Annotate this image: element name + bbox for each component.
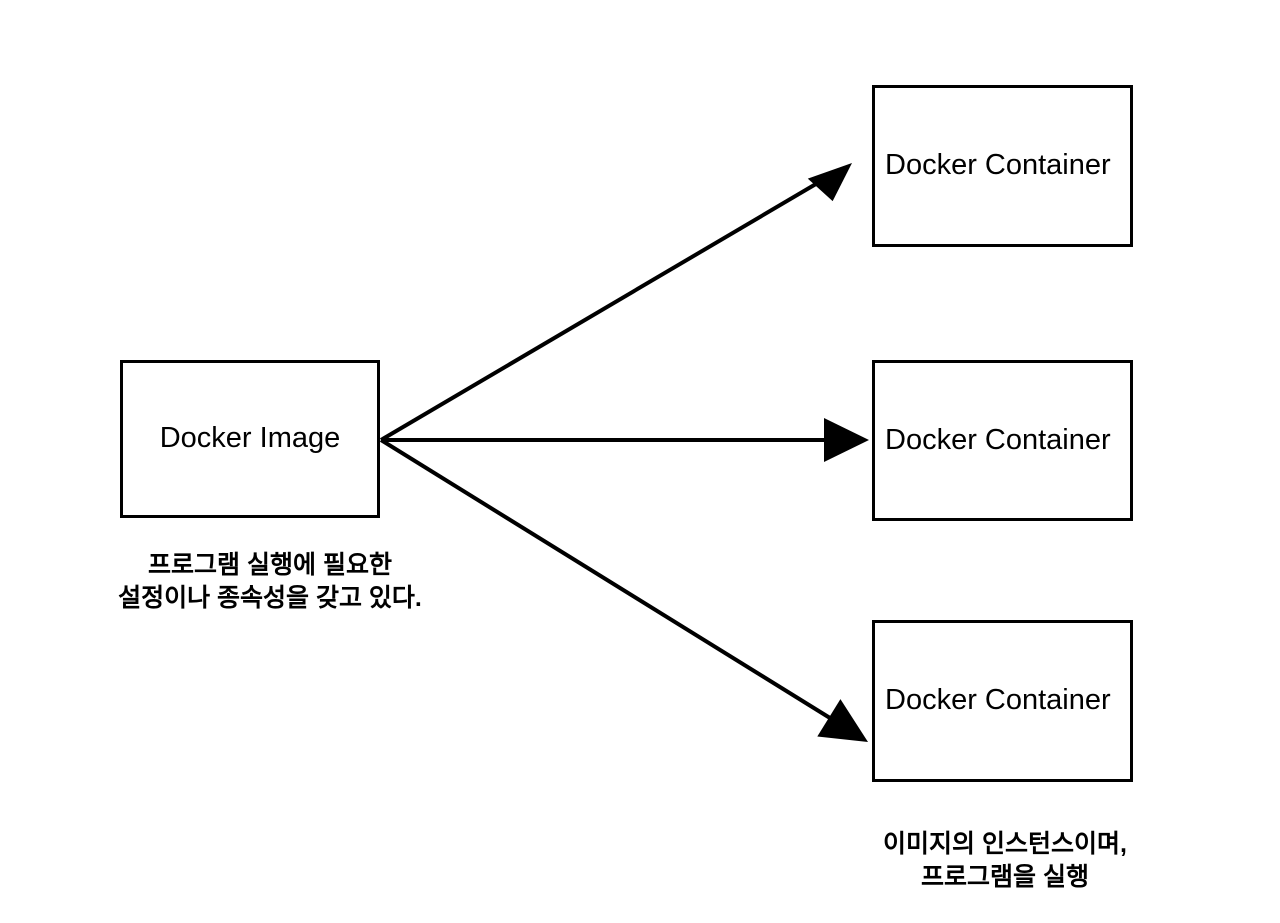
edge-image-to-container-2 [381,418,869,462]
edge-image-to-container-3 [379,438,868,742]
node-docker-image[interactable]: Docker Image [120,360,380,518]
node-docker-container-1-label: Docker Container [885,149,1111,182]
edge-image-to-container-1 [379,163,852,442]
node-docker-container-3-label: Docker Container [885,684,1111,717]
node-docker-container-1[interactable]: Docker Container [872,85,1133,247]
node-docker-image-label: Docker Image [159,422,341,455]
node-docker-container-3[interactable]: Docker Container [872,620,1133,782]
caption-docker-container: 이미지의 인스턴스이며, 프로그램을 실행 [883,830,1127,891]
node-docker-container-2-label: Docker Container [885,423,1111,456]
node-docker-container-2[interactable]: Docker Container [872,360,1133,521]
caption-docker-image: 프로그램 실행에 필요한 설정이나 종속성을 갖고 있다. [118,551,422,612]
